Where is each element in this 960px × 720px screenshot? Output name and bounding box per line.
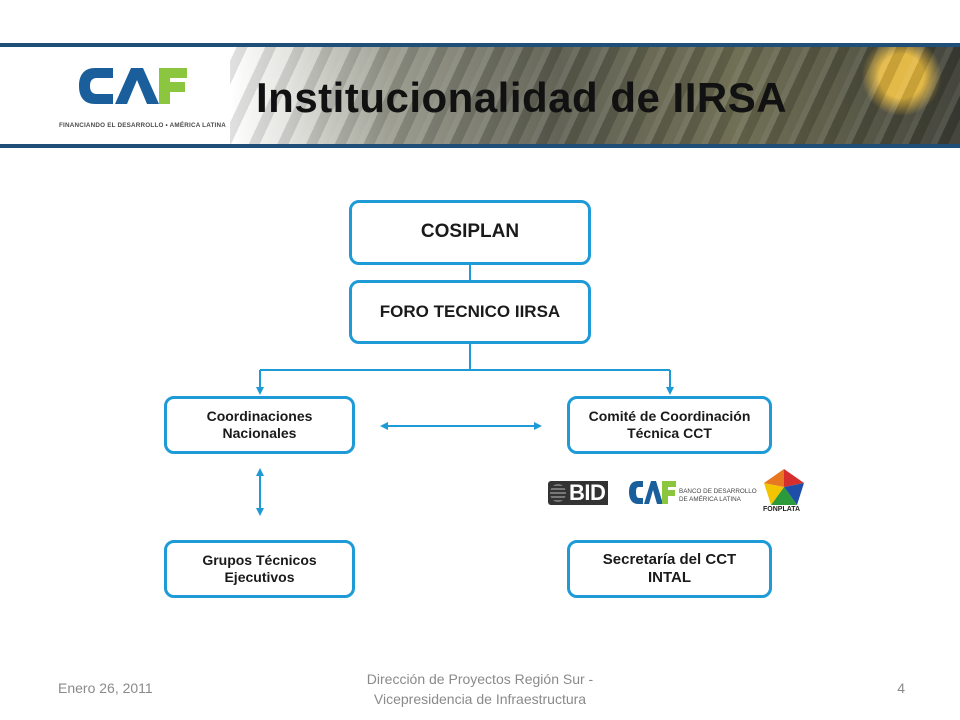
page-title: Institucionalidad de IIRSA [256,74,788,121]
node-secretaria-cct: Secretaría del CCT INTAL [567,540,772,598]
footer-department: Dirección de Proyectos Región Sur - Vice… [366,671,594,707]
header-bottom-rule [0,144,960,148]
fonplata-logo-text: FONPLATA [763,506,801,513]
node-comite-cct: Comité de Coordinación Técnica CCT [567,396,772,454]
node-secretaria-label: Secretaría del CCT INTAL [602,551,737,586]
footer-page-number: 4 [897,680,905,696]
bid-logo: BID [548,481,609,505]
node-cosiplan-label: COSIPLAN [420,221,520,243]
node-comite-label: Comité de Coordinación Técnica CCT [588,408,751,441]
node-grupos-tecnicos: Grupos Técnicos Ejecutivos [164,540,355,598]
caf-partner-tagline: BANCO DE DESARROLLO DE AMÉRICA LATINA [679,488,757,503]
logo-tagline: FINANCIANDO EL DESARROLLO • AMÉRICA LATI… [59,122,226,129]
node-cosiplan: COSIPLAN [349,200,591,265]
node-grupos-label: Grupos Técnicos Ejecutivos [202,552,317,585]
node-foro-label: FORO TECNICO IIRSA [379,301,561,321]
caf-partner-logo [629,481,676,504]
node-coordinaciones-label: Coordinaciones Nacionales [206,408,313,441]
fonplata-logo [764,469,804,505]
header-top-rule [0,43,960,47]
node-coordinaciones-nacionales: Coordinaciones Nacionales [164,396,355,454]
bid-globe-icon [548,481,568,505]
header-photo-banner [230,47,960,144]
bid-logo-text: BID [568,481,609,505]
node-foro-tecnico: FORO TECNICO IIRSA [349,280,591,344]
footer-date: Enero 26, 2011 [58,680,153,696]
caf-logo [79,68,187,104]
